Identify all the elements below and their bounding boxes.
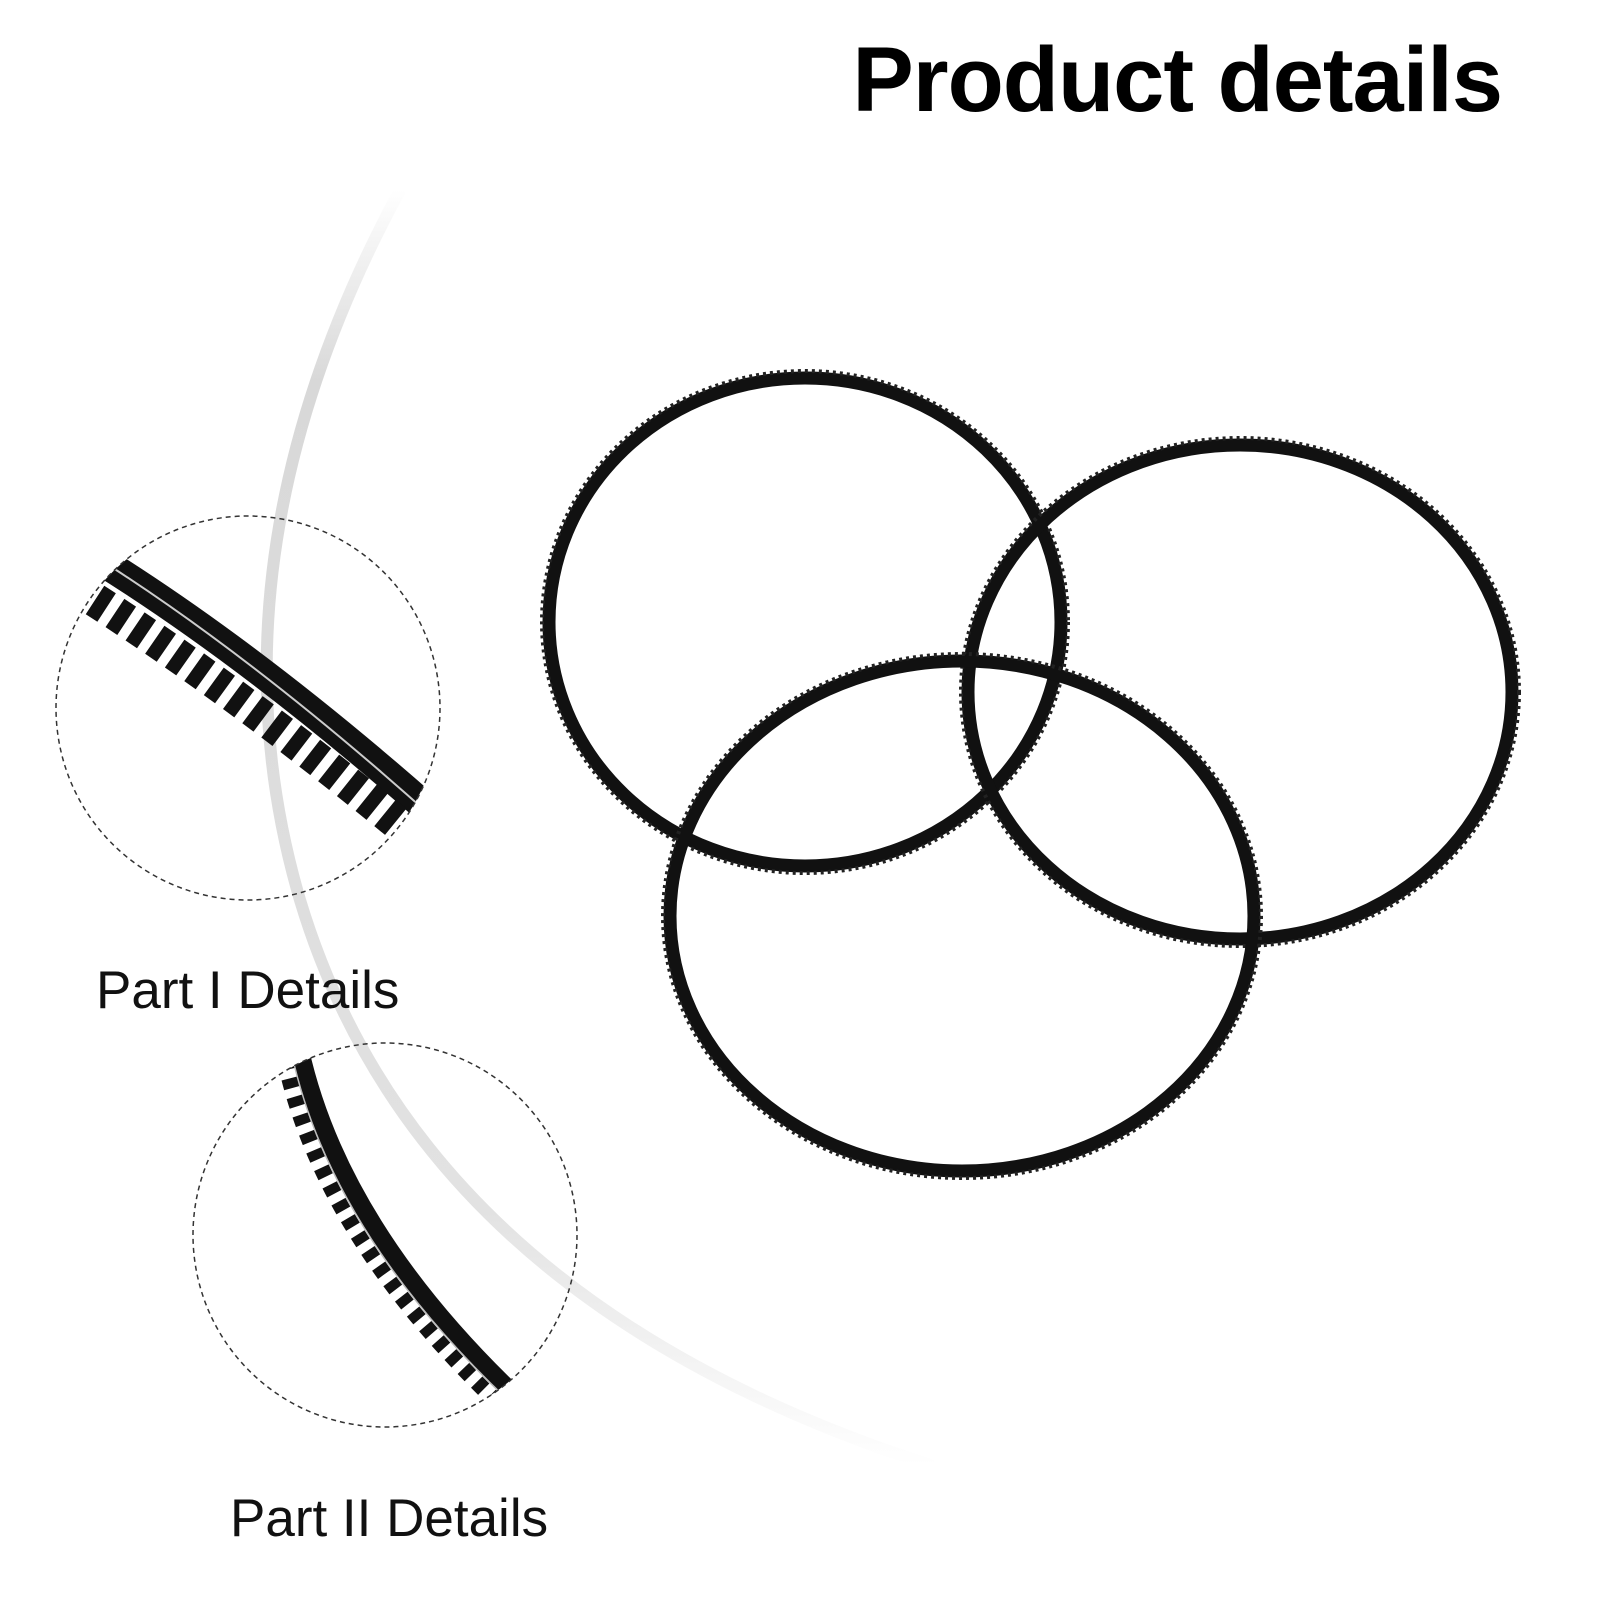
page-title: Product details	[852, 29, 1503, 131]
part-1-label: Part I Details	[96, 961, 400, 1020]
background-arc	[260, 184, 936, 1471]
belt-1	[540, 369, 1070, 875]
part-2-label: Part II Details	[230, 1489, 549, 1548]
detail-circle-part-2	[192, 1042, 578, 1428]
detail-circle-part-1	[55, 515, 441, 901]
belt-3	[661, 652, 1263, 1180]
belt-2	[959, 436, 1521, 948]
